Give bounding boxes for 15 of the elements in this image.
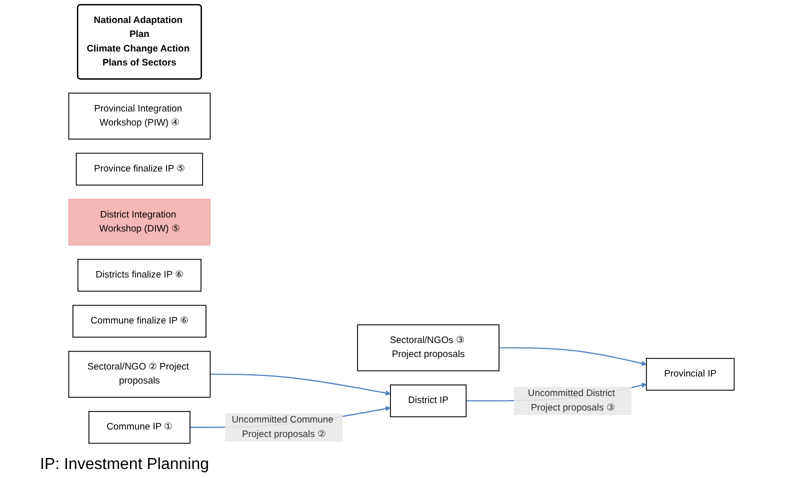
- edge-label: Uncommitted District Project proposals ③: [527, 388, 614, 413]
- node-box: Provincial IP: [646, 358, 734, 391]
- node-box: Provincial Integration Workshop (PIW) ④: [68, 92, 210, 140]
- edge-label: Uncommitted Commune Project proposals ②: [231, 414, 333, 440]
- node-box: Commune finalize IP ⑥: [72, 304, 206, 338]
- node-box: Sectoral/NGOs ③ Project proposals: [356, 324, 500, 372]
- arrow: [210, 374, 390, 396]
- arrow: [498, 347, 646, 366]
- node-box: District Integration Workshop (DIW) ⑤: [68, 198, 210, 246]
- node-box: Province finalize IP ⑤: [75, 152, 203, 186]
- node-box: Districts finalize IP ⑥: [77, 258, 201, 292]
- node-box: Sectoral/NGO ② Project proposals: [68, 350, 210, 398]
- node-box: Commune IP ①: [88, 411, 190, 444]
- footnote: IP: Investment Planning: [40, 456, 209, 474]
- node-box: District IP: [390, 384, 466, 418]
